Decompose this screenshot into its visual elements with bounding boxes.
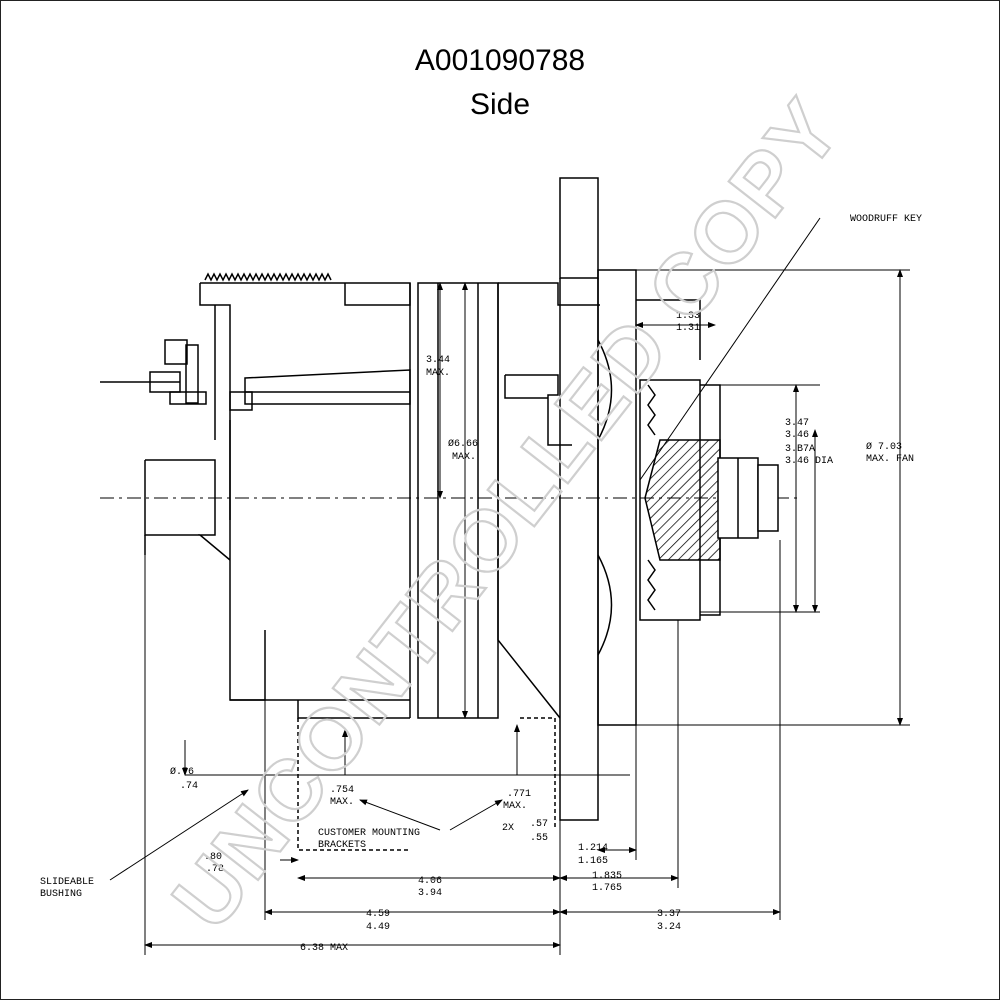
dim-4-06: 4.06 (418, 876, 442, 887)
customer-mounting-label: CUSTOMER MOUNTING (318, 828, 420, 839)
slideable-label: SLIDEABLE (40, 877, 94, 888)
fan-diameter: Ø 7.03 (866, 441, 902, 453)
dim-4-49: 4.49 (366, 922, 390, 933)
dim-1-214: 1.214 (578, 843, 608, 854)
brackets-label: BRACKETS (318, 840, 366, 851)
dim-3-37: 3.37 (657, 909, 681, 920)
dim-0-754: .754 (330, 785, 354, 796)
stator-ring (417, 282, 499, 719)
mounting-brackets (297, 717, 556, 851)
dim-3-46-dia: 3.46 DIA (785, 456, 833, 467)
dim-0-78: .78 (206, 864, 224, 875)
brush-holder (244, 369, 411, 405)
dim-3-46: 3.46 (785, 430, 809, 441)
dim-0-771-max: MAX. (503, 801, 527, 812)
drawing-subtitle: Side (469, 88, 531, 121)
dim-6-66: Ø6.66 (448, 438, 478, 450)
dim-0-754-max: MAX. (330, 797, 354, 808)
dim-3-47a: 3.В7А (785, 444, 815, 455)
dim-4-59: 4.59 (366, 909, 390, 920)
woodruff-key-label: WOODRUFF KEY (850, 214, 922, 225)
dim-0-76: Ø.76 (170, 766, 194, 778)
front-housing (497, 282, 600, 821)
bushing-label: BUSHING (40, 889, 82, 900)
shaft-nut (644, 439, 779, 561)
dim-3-94: 3.94 (418, 888, 442, 899)
dim-3-47: 3.47 (785, 418, 809, 429)
dim-6-38-max: 6.38 MAX (300, 943, 348, 954)
fan-diameter-max: MAX. FAN (866, 454, 914, 465)
dim-2x: 2X (502, 823, 514, 834)
dim-6-66-max: MAX. (452, 452, 476, 463)
dim-0-74: .74 (180, 781, 198, 792)
dim-3-44-max: MAX. (426, 368, 450, 379)
rear-housing (199, 272, 411, 719)
dim-1-765: 1.765 (592, 883, 622, 894)
drawing-title: A001090788 (414, 44, 586, 77)
rear-mounting-lug (144, 459, 231, 561)
cooling-fan (597, 269, 701, 726)
terminal-stud (100, 339, 253, 411)
front-mounting-ear (559, 177, 599, 718)
dim-1-33: 1.33 (676, 311, 700, 322)
dim-3-24: 3.24 (657, 922, 681, 933)
dim-1-31: 1.31 (676, 323, 700, 334)
dim-0-55: .55 (530, 833, 548, 844)
dim-3-44: 3.44 (426, 355, 450, 366)
dim-0-57: .57 (530, 819, 548, 830)
dim-0-80: .80 (204, 852, 222, 863)
dim-1-165: 1.165 (578, 856, 608, 867)
dim-0-771: .771 (507, 789, 531, 800)
dim-1-835: 1.835 (592, 871, 622, 882)
